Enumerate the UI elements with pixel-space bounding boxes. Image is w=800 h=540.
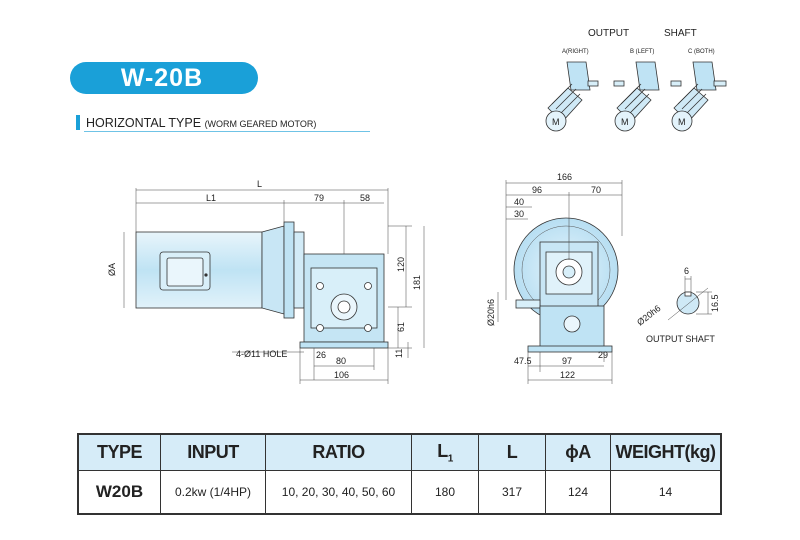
- cell-phi-a: 124: [545, 470, 611, 514]
- model-title: W-20B: [120, 64, 204, 92]
- dim-80: 80: [336, 356, 346, 366]
- hole-note: 4-Ø11 HOLE: [236, 349, 287, 359]
- dim-166: 166: [557, 172, 572, 182]
- output-shaft-header-right: SHAFT: [664, 28, 697, 39]
- dim-26: 26: [316, 350, 326, 360]
- cell-weight: 14: [610, 470, 721, 514]
- side-view: L L1 79 58 ØA 120 181 61 11 26 80 106 4-…: [107, 179, 425, 384]
- shaft-variant-c: C (BOTH): [688, 49, 715, 55]
- shaft-icon-b: M: [613, 61, 660, 132]
- header-ratio: RATIO: [265, 434, 412, 471]
- dim-106: 106: [334, 370, 349, 380]
- dim-40: 40: [514, 197, 524, 207]
- dim-shaft-dia: Ø20h6: [635, 303, 662, 328]
- cell-type: W20B: [78, 470, 161, 514]
- subtitle-underline: [84, 131, 370, 132]
- spec-row: W20B 0.2kw (1/4HP) 10, 20, 30, 40, 50, 6…: [78, 470, 721, 514]
- dim-120: 120: [396, 257, 406, 272]
- cell-ratio: 10, 20, 30, 40, 50, 60: [265, 470, 412, 514]
- shaft-icon-c: M: [670, 61, 727, 132]
- spec-header-row: TYPE INPUT RATIO L1 L ϕA WEIGHT(kg): [78, 434, 721, 471]
- header-l1-main: L: [437, 440, 448, 461]
- dim-61: 61: [396, 322, 406, 332]
- dim-96: 96: [532, 185, 542, 195]
- header-l: L: [478, 434, 546, 471]
- dim-70: 70: [591, 185, 601, 195]
- motor-letter-b: M: [621, 117, 629, 127]
- subtitle-note: (WORM GEARED MOTOR): [204, 119, 317, 129]
- dim-L1: L1: [206, 193, 216, 203]
- dim-11: 11: [394, 349, 404, 358]
- shaft-variant-a: A(RIGHT): [562, 49, 589, 55]
- dim-29: 29: [598, 350, 608, 360]
- dim-181: 181: [412, 275, 422, 290]
- cell-l1: 180: [411, 470, 479, 514]
- header-input: INPUT: [160, 434, 266, 471]
- subtitle: HORIZONTAL TYPE (WORM GEARED MOTOR): [86, 116, 316, 130]
- dim-front-shaft: Ø20h6: [486, 299, 496, 326]
- header-phi-a: ϕA: [545, 434, 611, 471]
- cell-l: 317: [478, 470, 546, 514]
- subtitle-accent-bar: [76, 115, 80, 130]
- header-type: TYPE: [78, 434, 161, 471]
- front-view: 166 96 70 40 30 Ø20h6 47.5 97 29 122: [486, 172, 623, 384]
- output-shaft-label: OUTPUT SHAFT: [646, 334, 715, 344]
- dim-97: 97: [562, 356, 572, 366]
- dim-79: 79: [314, 193, 324, 203]
- dim-shaft-6: 6: [684, 266, 689, 276]
- shaft-icon-a: M: [545, 61, 599, 132]
- cell-input: 0.2kw (1/4HP): [160, 470, 266, 514]
- header-weight: WEIGHT(kg): [610, 434, 721, 471]
- dim-shaft-16-5: 16.5: [710, 294, 720, 312]
- dim-30: 30: [514, 209, 524, 219]
- motor-letter-a: M: [552, 117, 560, 127]
- motor-letter-c: M: [678, 117, 686, 127]
- output-shaft-detail: 6 16.5 Ø20h6 OUTPUT SHAFT: [635, 266, 720, 344]
- output-shaft-header-left: OUTPUT: [588, 28, 630, 39]
- dim-122: 122: [560, 370, 575, 380]
- dim-58: 58: [360, 193, 370, 203]
- shaft-variant-b: B (LEFT): [630, 49, 655, 55]
- subtitle-main: HORIZONTAL TYPE: [86, 116, 202, 130]
- header-l1-sub: 1: [447, 453, 454, 465]
- dim-L: L: [257, 179, 262, 189]
- spec-table: TYPE INPUT RATIO L1 L ϕA WEIGHT(kg) W20B…: [77, 433, 722, 515]
- dim-47-5: 47.5: [514, 356, 532, 366]
- dim-phiA: ØA: [107, 263, 117, 276]
- header-l1: L1: [411, 434, 479, 471]
- technical-drawing: M M M: [107, 61, 727, 384]
- model-title-pill: [70, 62, 258, 94]
